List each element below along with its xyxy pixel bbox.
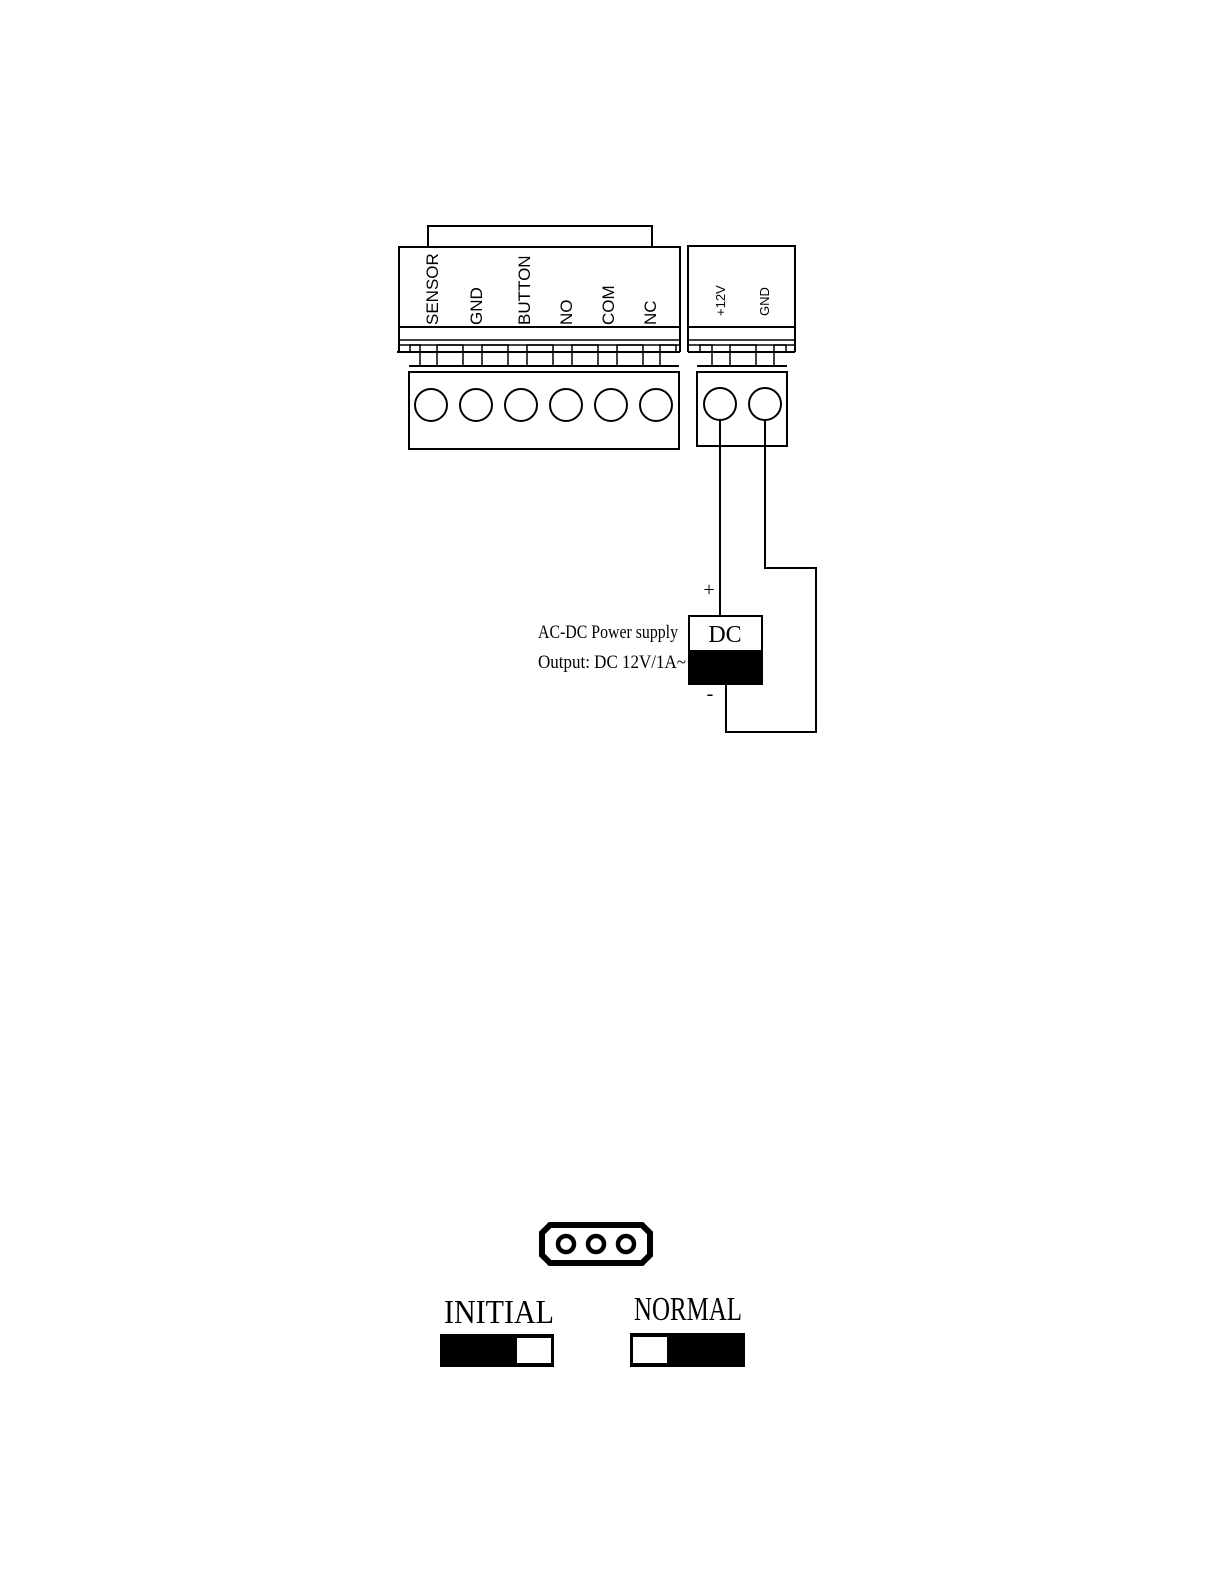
screw-com [595, 389, 627, 421]
jumper-header [542, 1225, 650, 1263]
normal-label: NORMAL [634, 1291, 742, 1328]
screw-sensor [415, 389, 447, 421]
label-no: NO [557, 300, 576, 326]
jumper-initial: INITIAL [440, 1294, 554, 1367]
screw-button [505, 389, 537, 421]
power-block-label-housing [688, 246, 795, 327]
jumper-pin-2 [588, 1236, 604, 1252]
dc-box-label: DC [708, 622, 741, 648]
power-supply-output: Output: DC 12V/1A~ [538, 652, 686, 673]
screw-nc [640, 389, 672, 421]
screw-no [550, 389, 582, 421]
main-block-top-tab [428, 226, 652, 248]
jumper-normal: NORMAL [630, 1291, 745, 1367]
screw-power-gnd [749, 388, 781, 420]
main-block-screw-housing [409, 372, 679, 449]
main-block-screws [415, 389, 672, 421]
power-block-screw-housing [697, 372, 787, 446]
minus-sign: - [707, 683, 714, 705]
label-sensor: SENSOR [423, 253, 442, 325]
initial-label: INITIAL [444, 1294, 554, 1331]
label-12v: +12V [713, 285, 728, 316]
label-com: COM [599, 285, 618, 325]
normal-switch-knob [633, 1337, 667, 1363]
main-block-pin-tabs [410, 345, 676, 366]
jumper-pin-3 [618, 1236, 634, 1252]
label-power-gnd: GND [757, 287, 772, 316]
power-supply-title: AC-DC Power supply [538, 622, 678, 643]
screw-gnd [460, 389, 492, 421]
label-button: BUTTON [515, 255, 534, 325]
label-gnd: GND [467, 287, 486, 325]
power-terminal-block: +12V GND [688, 246, 795, 446]
wires [720, 420, 816, 732]
main-block-labels: SENSOR GND BUTTON NO COM NC [423, 253, 660, 325]
jumper-pin-1 [558, 1236, 574, 1252]
label-nc: NC [641, 300, 660, 325]
plus-sign: + [703, 579, 714, 601]
wire-ground [726, 420, 816, 732]
screw-12v [704, 388, 736, 420]
dc-box-negative-fill [689, 650, 762, 684]
initial-switch-knob [517, 1338, 551, 1363]
power-block-pin-tabs [700, 345, 786, 366]
main-terminal-block: SENSOR GND BUTTON NO COM NC [397, 226, 680, 449]
power-supply: DC + - AC-DC Power supply Output: DC 12V… [538, 579, 762, 705]
